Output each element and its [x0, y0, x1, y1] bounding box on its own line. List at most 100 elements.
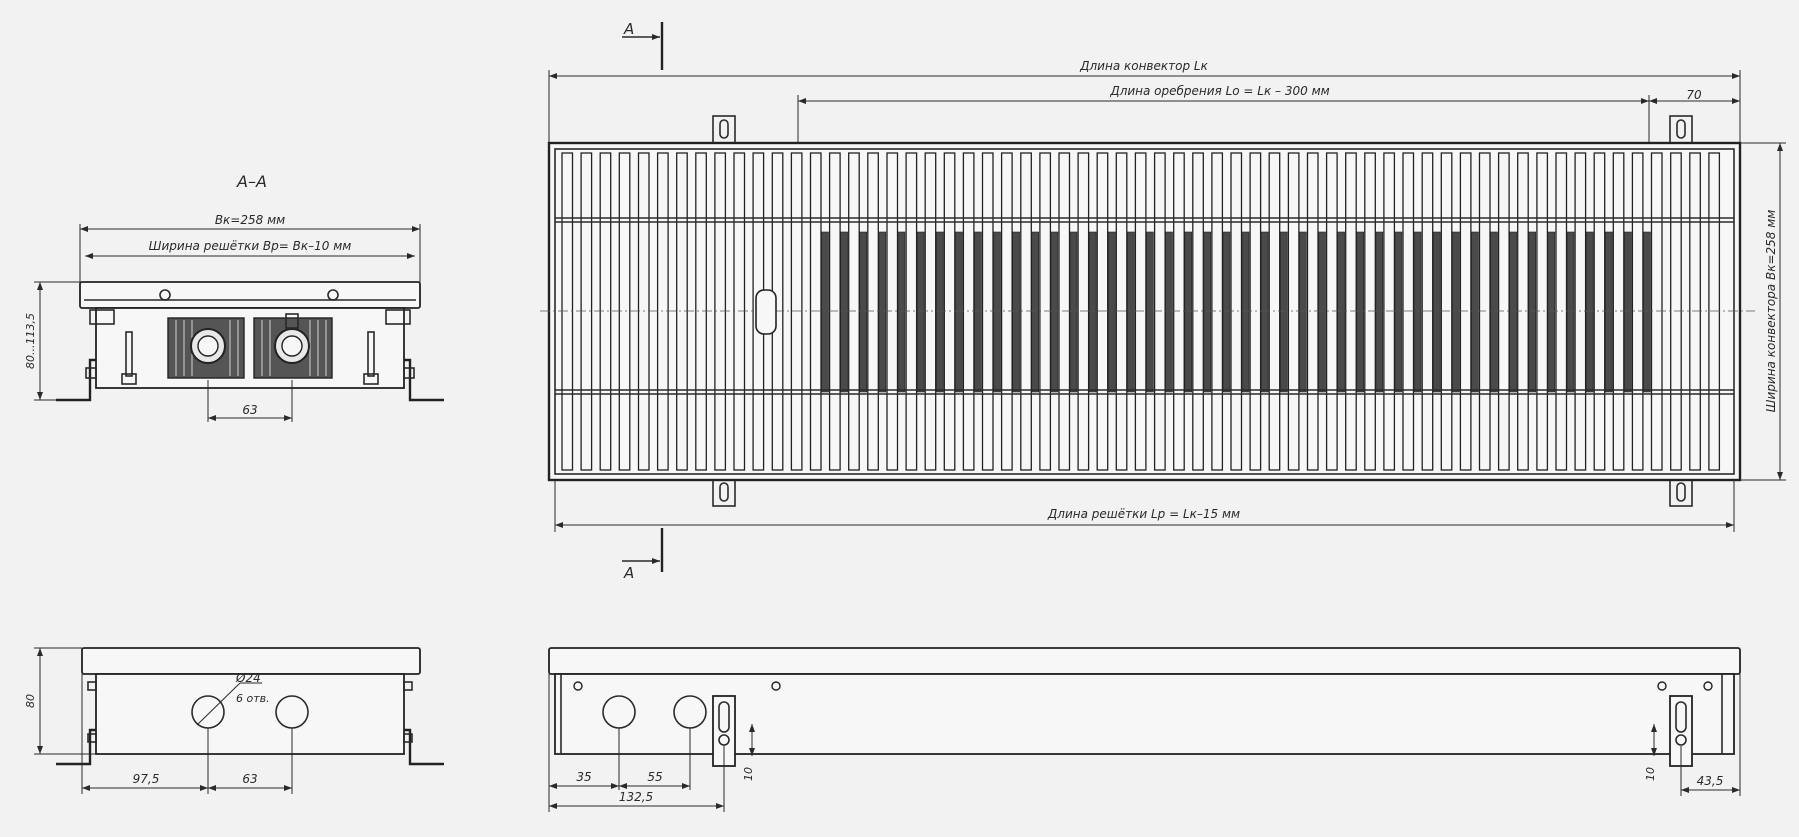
grille-bar: [1383, 152, 1396, 471]
grille-bar: [1000, 152, 1013, 471]
grille-bar: [1192, 152, 1204, 471]
grille-bar: [1459, 152, 1472, 471]
grille-bar: [1364, 152, 1376, 471]
grille-bar: [1421, 152, 1434, 471]
fin-segment: [897, 231, 906, 393]
fin-segment: [974, 231, 982, 393]
grille-bar: [1039, 152, 1052, 471]
fin-segment: [1318, 231, 1326, 393]
dim-side-height: 80: [24, 694, 37, 708]
fin-segment: [1165, 231, 1173, 393]
fin-segment: [1299, 231, 1307, 393]
dim-front-435: 43,5: [1697, 774, 1724, 788]
mounting-lug-bottom-right: [1669, 477, 1693, 507]
fin-segment: [993, 231, 1001, 393]
grille-bar: [1670, 152, 1682, 471]
fin-segment: [1203, 231, 1212, 393]
grille-bar: [924, 152, 937, 471]
grille-bar: [1345, 152, 1357, 471]
section-marker-top: А: [622, 20, 664, 70]
grille-bar: [1268, 152, 1281, 471]
grille-bar: [656, 152, 669, 471]
dim-height-range: 80...113,5: [24, 313, 37, 369]
mounting-lug-top-left: [712, 115, 736, 145]
grille-bar: [1096, 152, 1109, 471]
dim-pipe-spacing-top: 63: [242, 403, 257, 417]
fin-segment: [1509, 231, 1517, 393]
fin-segment: [1566, 231, 1575, 393]
fin-segment: [1184, 231, 1193, 393]
fin-segment: [1471, 231, 1479, 393]
section-marker-bottom-label: А: [623, 564, 634, 582]
grille-bar: [1478, 152, 1491, 471]
grille-bar: [599, 152, 612, 471]
fin-segment: [955, 231, 963, 393]
fin-segment: [1433, 231, 1441, 393]
grille-bar: [1306, 152, 1319, 471]
dim-pipe-spacing-bottom: 63: [242, 772, 257, 786]
grille-bar: [1517, 152, 1529, 471]
fin-segment: [878, 231, 887, 393]
fin-segment: [1490, 231, 1498, 393]
fin-segment: [935, 231, 944, 393]
section-marker-bottom: А: [622, 528, 664, 582]
fin-segment: [1241, 231, 1250, 393]
grille-bar: [695, 152, 707, 471]
front-view: 10 10 35 55 132,5 43,5: [548, 647, 1741, 812]
grille-bar: [1555, 152, 1568, 471]
fin-segment: [1375, 231, 1384, 393]
grille-bar: [886, 152, 899, 471]
fin-segment: [1356, 231, 1365, 393]
grille-handle: [755, 289, 777, 335]
grille-bars: [561, 152, 1721, 471]
dim-convector-width: Ширина конвектора Bк=258 мм: [1764, 210, 1778, 413]
dim-slot-left: 10: [742, 767, 755, 781]
dim-front-132: 132,5: [619, 790, 653, 804]
dim-hole-diameter: Ø24: [235, 671, 261, 685]
fin-segment: [1624, 231, 1632, 393]
grille-bar: [1402, 152, 1415, 471]
grille-bar: [1134, 152, 1147, 471]
grille-bar: [790, 152, 803, 471]
fin-segment: [1528, 231, 1537, 393]
fin-segment: [1222, 231, 1231, 393]
grille-bar: [809, 152, 822, 471]
grille-bar: [1115, 152, 1128, 471]
grille-bar: [1153, 152, 1166, 471]
fin-segment: [1031, 231, 1040, 393]
grille-bar: [943, 152, 956, 471]
grille-bar: [561, 152, 574, 471]
fin-segment: [1585, 231, 1594, 393]
grille-bar: [848, 152, 860, 471]
fin-segment: [1394, 231, 1403, 393]
fin-segment: [1050, 231, 1059, 393]
fin-segment: [840, 231, 848, 393]
grille-bar: [1058, 152, 1071, 471]
fin-segment: [1127, 231, 1135, 393]
fin-segment: [1108, 231, 1116, 393]
grille-bar: [1249, 152, 1262, 471]
grille-bar: [1593, 152, 1606, 471]
grille-bar: [867, 152, 879, 471]
grille-bar: [1574, 152, 1587, 471]
dim-hole-count: 6 отв.: [236, 692, 270, 705]
fin-segment: [1069, 231, 1078, 393]
fin-segment: [1452, 231, 1460, 393]
grille-bar: [1650, 152, 1663, 471]
fin-segment: [859, 231, 867, 393]
dim-front-55: 55: [647, 770, 662, 784]
grille-bar: [1173, 152, 1185, 471]
fin-segment: [821, 231, 829, 393]
grille-bar: [1077, 152, 1090, 471]
fin-segment: [1547, 231, 1556, 393]
grille-bar: [981, 152, 994, 471]
grille-bar: [1230, 152, 1243, 471]
dim-side-offset: 97,5: [133, 772, 160, 786]
dim-slot-right: 10: [1644, 767, 1657, 781]
section-title: А–А: [236, 172, 267, 191]
dim-grille-length: Длина решётки Lр = Lк–15 мм: [1047, 507, 1240, 521]
fin-segment: [916, 231, 925, 393]
side-view: Ø24 6 отв. 80 97,5 63: [24, 647, 444, 794]
grille-bar: [1287, 152, 1300, 471]
grille-bar: [676, 152, 688, 471]
